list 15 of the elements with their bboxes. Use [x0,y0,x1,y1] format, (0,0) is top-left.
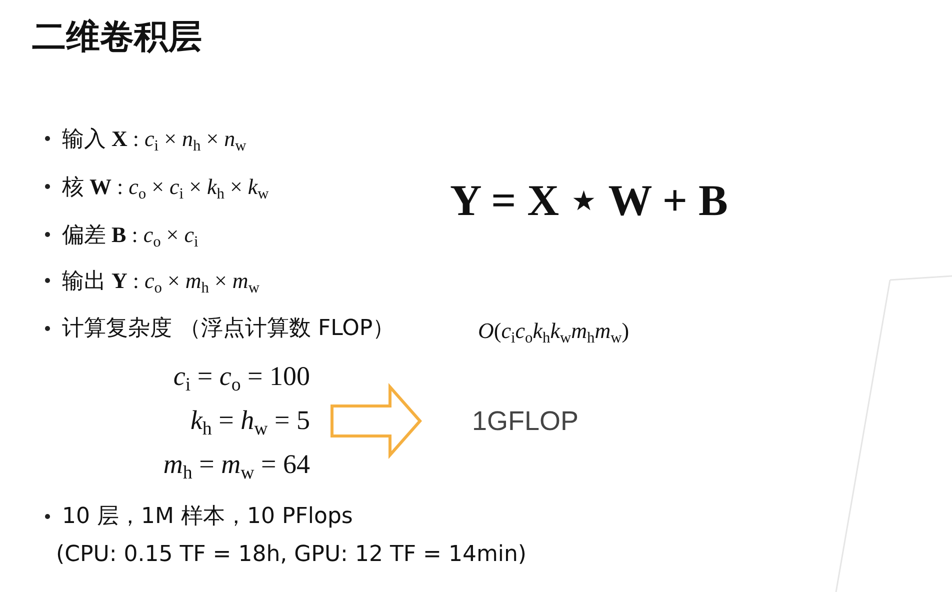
formula: Y = X ⋆ W + B [450,186,728,216]
text-line: 10 层，1M 样本，10 PFlops [62,503,353,531]
formula-line: 输入 X : c$_{i}$ × n$_{h}$ × n$_{w}$ [62,125,246,154]
equation: k$_{h}$ = h$_{w}$ = 5 [189,404,310,442]
text-line: 计算复杂度 （浮点计算数 FLOP） [62,315,395,343]
formula-line: O(c$_{i}$c$_{o}$k$_{h}$k$_{w}$m$_{h}$m$_{w}$) [478,317,630,346]
formula-line: 输出 Y : c$_{o}$ × m$_{h}$ × m$_{w}$ [62,267,260,296]
equation: c$_{i}$ = c$_{o}$ = 100 [172,360,310,398]
slide-title: 二维卷积层 [32,16,202,59]
text-line: (CPU: 0.15 TF = 18h, GPU: 12 TF = 14min) [56,541,527,569]
formula-line: 偏差 B : c$_{o}$ × c$_{i}$ [62,221,198,250]
block-arrow [330,383,422,459]
equation: m$_{h}$ = m$_{w}$ = 64 [162,448,310,486]
formula-line: 核 W : c$_{o}$ × c$_{i}$ × k$_{h}$ × k$_{w}$ [62,173,269,202]
result-text: 1GFLOP [472,405,580,438]
